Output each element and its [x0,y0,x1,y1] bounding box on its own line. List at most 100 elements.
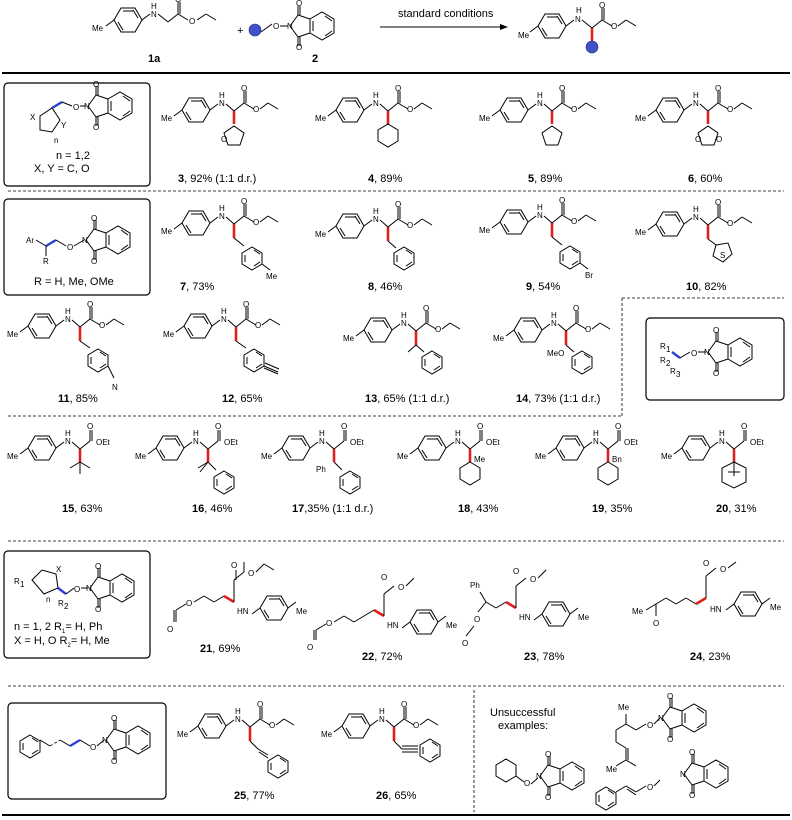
compound-12-structure: Me NH OO [163,300,281,375]
svg-text:N: N [575,15,581,24]
box1-structure: X Y n O N O O [30,80,133,145]
svg-text:O: O [615,422,621,431]
svg-text:Me: Me [493,334,505,343]
box1-line1: n = 1,2 [56,150,90,162]
svg-text:X: X [56,565,62,574]
svg-text:Me: Me [315,230,327,239]
svg-text:R: R [14,577,20,586]
svg-text:N: N [84,102,90,111]
svg-text:O: O [111,757,117,766]
svg-text:N: N [455,437,461,446]
svg-text:O: O [435,325,441,334]
svg-text:Br: Br [585,271,593,280]
compound-9-structure: Me NH OO Br [479,196,597,280]
svg-text:O: O [74,585,80,594]
svg-text:O: O [93,80,99,89]
svg-text:O: O [545,750,551,759]
box5-line2: X = H, O R2= H, Me [14,635,110,649]
svg-text:OEt: OEt [96,438,111,447]
unsuccessful-label-1: Unsuccessful [490,707,555,719]
svg-text:Me: Me [163,330,175,339]
svg-text:O: O [296,0,302,8]
svg-text:O: O [695,135,701,144]
svg-text:O: O [585,325,591,334]
svg-text:N: N [319,437,325,446]
svg-text:R: R [660,342,666,351]
svg-text:H: H [221,307,227,316]
compound-5-structure: Me NH OO [479,84,597,146]
svg-text:H: H [219,91,225,100]
svg-text:N: N [537,211,543,220]
reagent-box-alkenyl [7,702,167,800]
svg-text:MeO: MeO [547,349,564,358]
svg-text:Me: Me [261,452,273,461]
svg-text:O: O [87,422,93,431]
svg-text:H: H [401,311,407,320]
svg-text:O: O [273,22,279,31]
svg-text:N: N [221,315,227,324]
svg-text:O: O [559,84,565,93]
svg-text:N: N [693,213,699,222]
svg-text:O: O [474,615,480,624]
unsuccessful-2-structure: Me Me O N O O [606,692,707,774]
svg-text:N: N [704,348,710,357]
compound-17-label: 17,35% (1:1 d.r.) [292,503,373,515]
scheme-reactant-1a: Me N H O O [92,0,217,33]
svg-text:O: O [599,1,605,10]
svg-text:Me: Me [479,226,491,235]
svg-text:R: R [670,367,676,376]
svg-text:O: O [307,643,313,652]
compound-25-label: 25, 77% [234,790,275,802]
svg-text:N: N [235,715,241,724]
svg-text:O: O [243,300,249,309]
compound-10-label: 10, 82% [686,281,727,293]
svg-text:O: O [407,105,413,114]
svg-text:O: O [111,714,117,723]
svg-text:OEt: OEt [624,438,639,447]
svg-text:O: O [407,221,413,230]
svg-text:N: N [151,10,157,19]
compound-19-label: 19, 35% [592,503,633,515]
svg-text:H: H [537,203,543,212]
svg-text:O: O [341,422,347,431]
svg-text:O: O [248,569,254,578]
reagent-box-tertiary [645,317,785,401]
svg-text:Me: Me [315,114,327,123]
compound-14-structure: Me NH OO MeO [493,304,611,375]
svg-text:O: O [87,300,93,309]
svg-text:H: H [693,205,699,214]
svg-text:O: O [647,721,653,730]
compound-7-label: 7, 73% [180,281,214,293]
svg-text:O: O [571,105,577,114]
svg-text:OEt: OEt [224,438,239,447]
svg-text:O: O [689,791,695,800]
compound-20-structure: Me NH O OEt [661,422,765,489]
svg-text:N: N [193,437,199,446]
svg-text:O: O [727,105,733,114]
svg-text:N: N [379,715,385,724]
svg-text:R: R [43,257,49,266]
svg-text:Me: Me [479,114,491,123]
svg-text:S: S [720,251,725,260]
svg-text:N: N [112,383,118,392]
svg-text:O: O [73,103,79,112]
svg-text:O: O [530,575,536,584]
svg-text:H: H [219,204,225,213]
svg-text:O: O [559,196,565,205]
svg-text:Me: Me [7,330,19,339]
compound-18-label: 18, 43% [458,503,499,515]
svg-text:O: O [611,22,617,31]
svg-text:O: O [423,304,429,313]
compound-15-structure: Me NH O OEt [7,422,111,474]
svg-text:O: O [413,721,419,730]
svg-text:O: O [326,619,332,628]
svg-text:O: O [715,198,721,207]
compound-4-label: 4, 89% [368,173,402,185]
svg-text:OEt: OEt [486,438,501,447]
svg-text:Me: Me [635,114,647,123]
svg-text:N: N [86,584,92,593]
svg-text:O: O [90,743,96,752]
reactant-1a-label: 1a [148,53,161,65]
